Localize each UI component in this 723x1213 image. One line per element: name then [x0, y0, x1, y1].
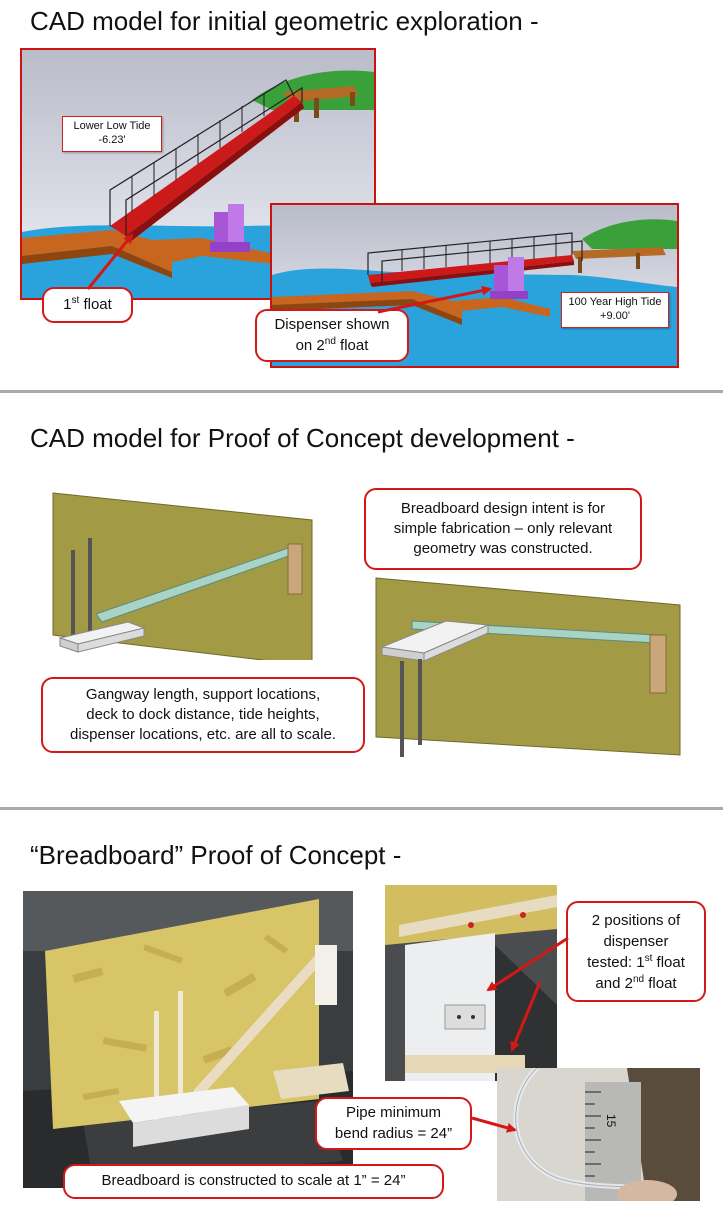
pipe-bend-photo: 15 [497, 1068, 700, 1201]
positions-line3-post: float [652, 953, 685, 971]
positions-line3-pre: tested: 1 [587, 953, 645, 971]
breadboard-photo-render [23, 891, 353, 1188]
dispenser-callout-line2-post: float [335, 337, 369, 354]
first-float-label: float [79, 296, 112, 314]
breadboard-photo [23, 891, 353, 1188]
dispenser-positions-callout: 2 positions of dispenser tested: 1st flo… [566, 901, 706, 1002]
dispenser-callout: Dispenser shown on 2nd float [255, 309, 409, 362]
bend-radius-line2: bend radius = 24” [334, 1124, 453, 1142]
dispenser-positions-photo [385, 885, 557, 1081]
high-tide-tag: 100 Year High Tide +9.00' [561, 292, 669, 328]
section1-arrows [86, 233, 492, 314]
section1-title: CAD model for initial geometric explorat… [30, 6, 539, 36]
scale-callout-line3: dispenser locations, etc. are all to sca… [70, 726, 336, 744]
positions-line4-pre: and 2 [595, 974, 633, 992]
dispenser-callout-line2-pre: on 2 [295, 337, 325, 354]
dispenser-callout-line1: Dispenser shown [274, 315, 390, 333]
high-tide-tag-line2: +9.00' [600, 309, 630, 322]
low-tide-tag-line1: Lower Low Tide [73, 120, 151, 132]
dispenser-arrow [377, 285, 492, 314]
bend-radius-line1: Pipe minimum [345, 1104, 441, 1122]
breadboard-scale-callout: Breadboard is constructed to scale at 1”… [63, 1164, 444, 1199]
dispenser-positions-render [385, 885, 557, 1081]
high-tide-tag-line1: 100 Year High Tide [568, 296, 662, 308]
ruler-label: 15 [604, 1114, 618, 1128]
first-float-ordinal: 1 [63, 296, 72, 314]
cad-model-low-position [52, 492, 313, 660]
scale-callout-line2: deck to dock distance, tide heights, [86, 705, 320, 723]
cad-low-tide-image [20, 48, 376, 300]
scale-callout-line1: Gangway length, support locations, [85, 685, 321, 703]
positions-line4-sup: nd [632, 973, 645, 985]
section3-arrows [471, 936, 569, 1133]
design-intent-callout: Breadboard design intent is for simple f… [364, 488, 642, 570]
cad-model-high-position [375, 577, 681, 757]
positions-line1: 2 positions of [591, 911, 681, 929]
positions-arrow-1 [486, 936, 569, 992]
first-float-sup: st [71, 295, 80, 307]
scale-callout: Gangway length, support locations, deck … [41, 677, 365, 753]
low-tide-tag: Lower Low Tide -6.23' [62, 116, 162, 152]
cad-low-tide-render [22, 50, 374, 298]
dispenser-callout-sup: nd [324, 336, 336, 347]
section2-title: CAD model for Proof of Concept developme… [30, 423, 575, 453]
section3-title: “Breadboard” Proof of Concept - [30, 840, 402, 870]
section-divider-2 [0, 807, 723, 810]
design-intent-line1: Breadboard design intent is for [400, 499, 606, 517]
positions-line2: dispenser [603, 932, 669, 950]
design-intent-line2: simple fabrication – only relevant [393, 519, 613, 537]
design-intent-line3: geometry was constructed. [413, 540, 593, 558]
positions-line3-sup: st [644, 952, 653, 964]
bend-radius-arrow [471, 1116, 517, 1133]
pipe-bend-render: 15 [497, 1068, 700, 1201]
positions-arrow-2 [510, 981, 542, 1052]
section-divider-1 [0, 390, 723, 393]
first-float-arrow [86, 233, 134, 290]
bend-radius-callout: Pipe minimum bend radius = 24” [315, 1097, 472, 1150]
positions-line4-post: float [644, 974, 677, 992]
low-tide-tag-line2: -6.23' [98, 133, 126, 146]
